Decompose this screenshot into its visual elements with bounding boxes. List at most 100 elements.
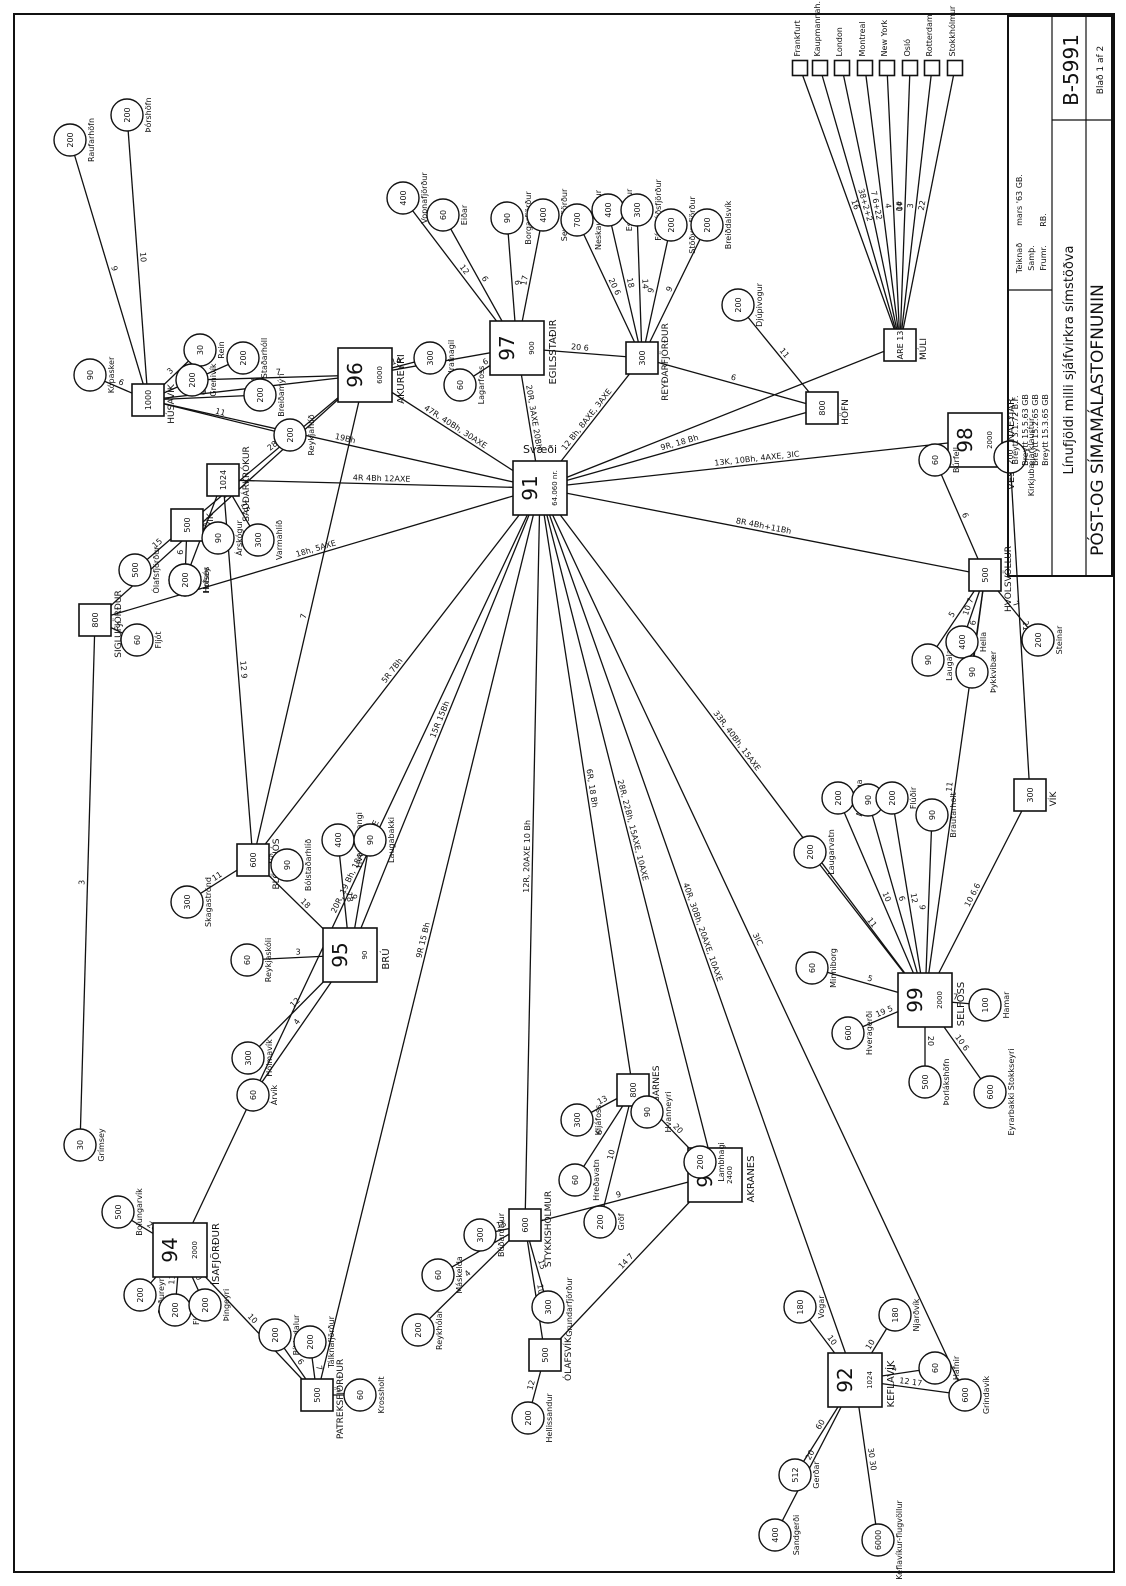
station-name: SAUÐÁRKRÓKUR — [240, 446, 252, 522]
foreign-exchange-box — [923, 59, 941, 77]
link-label: 12 — [288, 996, 302, 1010]
station-circle — [293, 1325, 327, 1359]
exchange-number: 94 — [158, 1237, 182, 1262]
link-line — [69, 139, 149, 401]
station-name: Fljót — [153, 631, 163, 648]
station-name: Kaupmannah. — [813, 1, 822, 57]
link-line — [886, 67, 901, 346]
link-label: 6 — [513, 280, 522, 286]
link-label: 4 — [891, 1364, 897, 1374]
foreign-exchange-box — [791, 59, 809, 77]
link-label: 14 — [640, 279, 649, 289]
link-label: 20 — [671, 1122, 685, 1136]
station-capacity: 200 — [306, 1334, 315, 1349]
station-capacity: 200 — [596, 1214, 605, 1229]
link-label: 6 — [268, 852, 274, 862]
station-name: Bolungarvík — [135, 1188, 144, 1236]
link-label: 20R, 3AXE 20Bh — [524, 384, 543, 450]
link-label: 9 — [201, 387, 206, 396]
link-label: 33R, 40Bh, 15AXE — [711, 709, 762, 773]
station-circle — [993, 440, 1027, 474]
link-line — [539, 487, 926, 1001]
station-box — [968, 558, 1002, 592]
station-circle — [758, 1518, 792, 1552]
station-capacity: 300 — [1026, 787, 1035, 802]
station-circle — [53, 123, 87, 157]
link-label: 4 — [883, 203, 893, 209]
link-line — [1009, 456, 1031, 796]
station-capacity: 60 — [439, 210, 448, 220]
station-capacity: 90 — [366, 835, 375, 845]
link-label: 28R, 22Bh, 15AXE, 10AXE — [616, 779, 650, 882]
link-label: 14 — [390, 356, 402, 367]
link-label: 9R, 18 Bh — [660, 433, 700, 452]
foreign-exchange-box — [856, 59, 874, 77]
link-line — [539, 487, 634, 1091]
link-label: 16 — [849, 198, 861, 211]
station-circle — [690, 208, 724, 242]
link-line — [417, 1224, 526, 1331]
station-name: Reykhólar — [434, 1309, 444, 1350]
exchange-number: 98 — [953, 427, 977, 452]
station-capacity: 300 — [183, 894, 192, 909]
station-name: STYKKISHÓLMUR — [542, 1191, 554, 1267]
station-capacity: 180 — [796, 1299, 805, 1314]
station-capacity: 60 — [931, 1363, 940, 1373]
station-circle — [531, 1290, 565, 1324]
station-box — [131, 383, 165, 417]
link-label: 11 — [167, 1274, 177, 1285]
station-name: Hofsós — [201, 567, 211, 594]
station-name: Grímsey — [97, 1128, 106, 1162]
link-label: 9 — [615, 1190, 622, 1200]
station-capacity: 60 — [356, 1390, 365, 1400]
station-capacity: 90 — [968, 667, 977, 677]
station-name: Vopnafjörður — [420, 172, 429, 224]
station-capacity: 180 — [891, 1307, 900, 1322]
station-circle — [795, 951, 829, 985]
station-capacity: 400 — [399, 190, 408, 205]
link-label: 47R, 40Bh, 30AXE — [422, 403, 488, 450]
link-label: 19Bh — [334, 432, 356, 445]
station-name: Kópasker — [106, 356, 116, 393]
station-circle — [511, 1401, 545, 1435]
link-line — [539, 407, 823, 489]
exchange-box — [827, 1352, 883, 1408]
station-name: AKUREYRI — [396, 354, 407, 404]
station-name: Montreal — [858, 21, 867, 56]
station-capacity: 100 — [981, 997, 990, 1012]
station-node: New York — [878, 20, 896, 77]
station-name: Grindavík — [982, 1375, 991, 1414]
drawing-frame — [13, 13, 1115, 1573]
station-circle — [1021, 623, 1055, 657]
station-name: Breiðdalsvík — [724, 200, 733, 249]
station-name: Suðureyri — [157, 1276, 166, 1314]
station-capacity: 200 — [1006, 449, 1015, 464]
station-name: London — [835, 27, 844, 56]
station-capacity: 200 — [806, 844, 815, 859]
station-circle — [861, 1523, 895, 1557]
title-block: PÓST-OG SÍMAMÁLASTOFNUNIN Línufjöldi mil… — [1007, 15, 1113, 577]
link-line — [186, 374, 366, 526]
station-circle — [118, 553, 152, 587]
station-capacity: 500 — [921, 1074, 930, 1089]
link-line — [252, 374, 366, 861]
station-capacity: 400 — [771, 1527, 780, 1542]
station-capacity: 200 — [834, 790, 843, 805]
station-name: AKRANES — [746, 1156, 757, 1203]
